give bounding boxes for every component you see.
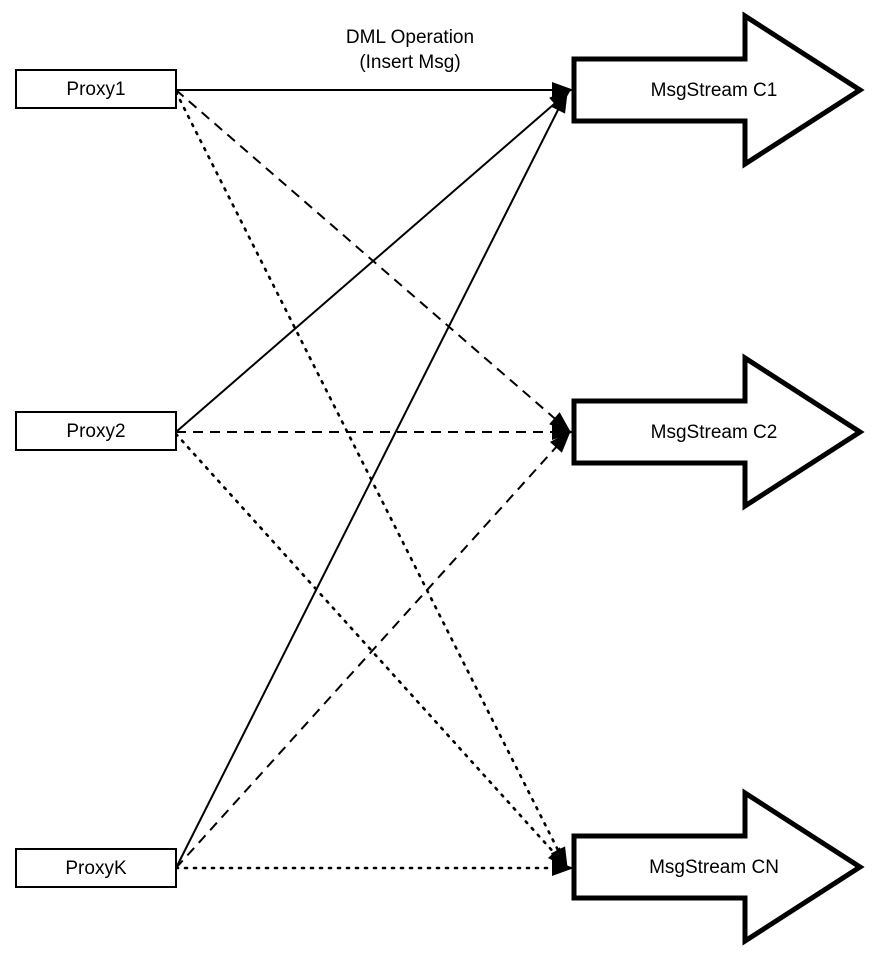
edge-p1-c2: [175, 89, 569, 431]
msgstream-nodes-layer: MsgStream C1 MsgStream C2 MsgStream CN: [571, 11, 865, 946]
msgstream-arrow-shape-c1[interactable]: [571, 11, 865, 169]
msgstream-arrow-shape-c2[interactable]: [571, 353, 865, 511]
arrowhead-pk-c1: [550, 90, 568, 114]
arrowhead-p2-cn: [548, 847, 569, 869]
proxy-box-proxy1[interactable]: [15, 69, 177, 109]
dml-operation-label-line1: DML Operation: [346, 27, 474, 48]
edge-arrowheads-layer: [548, 82, 574, 876]
edge-p2-cn: [174, 432, 568, 868]
dml-operation-label: DML Operation (Insert Msg): [346, 27, 474, 73]
msgstream-node-c2[interactable]: MsgStream C2: [571, 353, 865, 511]
proxy-box-proxy2[interactable]: [15, 411, 177, 451]
dml-operation-label-line2: (Insert Msg): [359, 52, 460, 73]
msgstream-label-c2: MsgStream C2: [651, 422, 778, 443]
msgstream-label-c1: MsgStream C1: [651, 80, 778, 101]
msgstream-arrow-shape-cn[interactable]: [571, 788, 865, 946]
msgstream-node-cn[interactable]: MsgStream CN: [571, 788, 865, 946]
proxy-label-proxy1: Proxy1: [66, 79, 125, 100]
arrowhead-pk-cn: [552, 860, 574, 876]
arrowhead-p2-c2: [552, 424, 574, 440]
arrowhead-p1-c1: [552, 82, 574, 98]
proxy-box-proxyK[interactable]: [15, 848, 177, 888]
edge-p2-c1: [175, 91, 569, 433]
edge-pk-c2: [175, 433, 569, 869]
proxy-box-inner-proxy2: [18, 414, 174, 448]
arrowhead-pk-c2: [549, 431, 571, 453]
proxy-label-proxy2: Proxy2: [66, 421, 125, 442]
msgstream-node-c1[interactable]: MsgStream C1: [571, 11, 865, 169]
proxy-node-proxyK[interactable]: ProxyK: [15, 848, 177, 888]
proxy-node-proxy1[interactable]: Proxy1: [15, 69, 177, 109]
msgstream-label-cn: MsgStream CN: [649, 857, 779, 878]
proxy-node-proxy2[interactable]: Proxy2: [15, 411, 177, 451]
proxy-box-inner-proxy1: [18, 72, 174, 106]
edge-pk-c1: [175, 93, 567, 869]
proxy-label-proxyK: ProxyK: [65, 858, 127, 879]
connection-edges-layer: [174, 89, 572, 870]
arrowhead-p1-c2: [549, 412, 572, 433]
proxy-box-inner-proxyK: [18, 851, 174, 885]
